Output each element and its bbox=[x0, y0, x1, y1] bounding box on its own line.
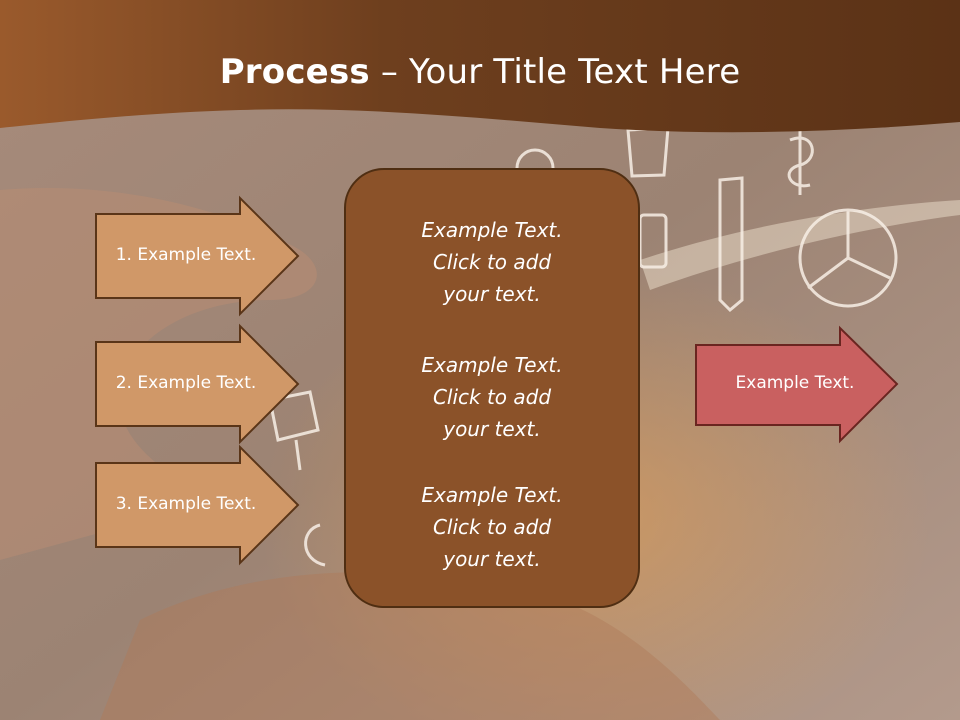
right-arrow-label: Example Text. bbox=[735, 373, 855, 393]
left-arrow-1-label: 1. Example Text. bbox=[115, 245, 257, 265]
center-text-block-2: Example Text. Click to add your text. bbox=[346, 349, 638, 445]
center-text-block-3: Example Text. Click to add your text. bbox=[346, 479, 638, 575]
block-line: Click to add bbox=[432, 250, 552, 274]
left-arrow-3-label: 3. Example Text. bbox=[115, 494, 257, 514]
block-line: Example Text. bbox=[421, 218, 563, 242]
block-line: your text. bbox=[443, 547, 541, 571]
title-rest: – Your Title Text Here bbox=[369, 52, 741, 92]
slide-title[interactable]: Process – Your Title Text Here bbox=[0, 52, 960, 92]
left-arrow-1[interactable] bbox=[95, 195, 300, 317]
block-line: Click to add bbox=[432, 385, 552, 409]
left-arrow-3[interactable] bbox=[95, 444, 300, 566]
block-line: your text. bbox=[443, 282, 541, 306]
right-arrow[interactable] bbox=[695, 325, 899, 444]
block-line: Click to add bbox=[432, 515, 552, 539]
title-bold: Process bbox=[219, 52, 370, 92]
block-line: Example Text. bbox=[421, 353, 563, 377]
left-arrow-2[interactable] bbox=[95, 323, 300, 445]
left-arrow-2-label: 2. Example Text. bbox=[115, 373, 257, 393]
block-line: your text. bbox=[443, 417, 541, 441]
doodle-icons bbox=[268, 126, 898, 567]
center-text-box[interactable]: Example Text. Click to add your text. Ex… bbox=[344, 168, 640, 608]
block-line: Example Text. bbox=[421, 483, 563, 507]
header-band bbox=[0, 0, 960, 133]
center-text-block-1: Example Text. Click to add your text. bbox=[346, 214, 638, 310]
